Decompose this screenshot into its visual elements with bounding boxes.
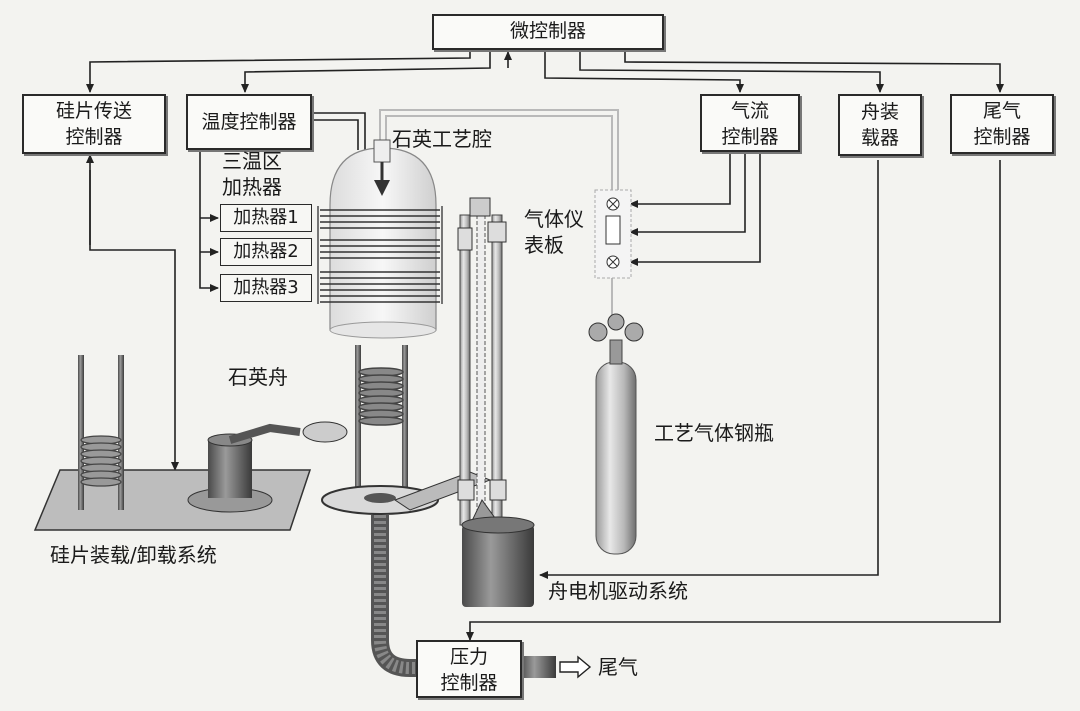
exhaust-label: 尾气 bbox=[598, 655, 638, 679]
wafer-load-station bbox=[33, 355, 348, 531]
boat-loading-box: 舟装 载器 bbox=[838, 94, 922, 156]
temperature-controller-box: 温度控制器 bbox=[186, 94, 312, 150]
quartz-chamber-label: 石英工艺腔 bbox=[392, 127, 492, 151]
gas-flow-controller-box: 气流 控制器 bbox=[700, 94, 800, 152]
exhaust-controller-box: 尾气 控制器 bbox=[950, 94, 1054, 154]
heater-3: 加热器3 bbox=[220, 274, 312, 302]
gas-panel-label: 气体仪 表板 bbox=[524, 207, 584, 257]
gas-cylinder-label: 工艺气体钢瓶 bbox=[654, 421, 774, 445]
wafer-load-system-label: 硅片装载/卸载系统 bbox=[50, 543, 217, 567]
exhaust-pipe bbox=[371, 515, 592, 679]
pressure-controller-box: 压力 控制器 bbox=[416, 640, 522, 698]
gas-cylinder bbox=[588, 313, 644, 555]
boat-motor-label: 舟电机驱动系统 bbox=[548, 579, 688, 603]
boat-elevator bbox=[393, 197, 535, 607]
three-zone-heater-label: 三温区 加热器 bbox=[222, 149, 282, 199]
control-lines bbox=[86, 50, 1004, 641]
heater-1: 加热器1 bbox=[220, 204, 312, 232]
heater-coils bbox=[317, 206, 443, 304]
micro-controller-box: 微控制器 bbox=[432, 14, 664, 50]
gas-panel bbox=[594, 189, 632, 279]
quartz-boat-label: 石英舟 bbox=[228, 365, 288, 389]
gas-line bbox=[379, 109, 619, 320]
quartz-chamber bbox=[329, 139, 437, 339]
heater-2: 加热器2 bbox=[220, 238, 312, 266]
wafer-transfer-controller-box: 硅片传送 控制器 bbox=[22, 94, 166, 154]
